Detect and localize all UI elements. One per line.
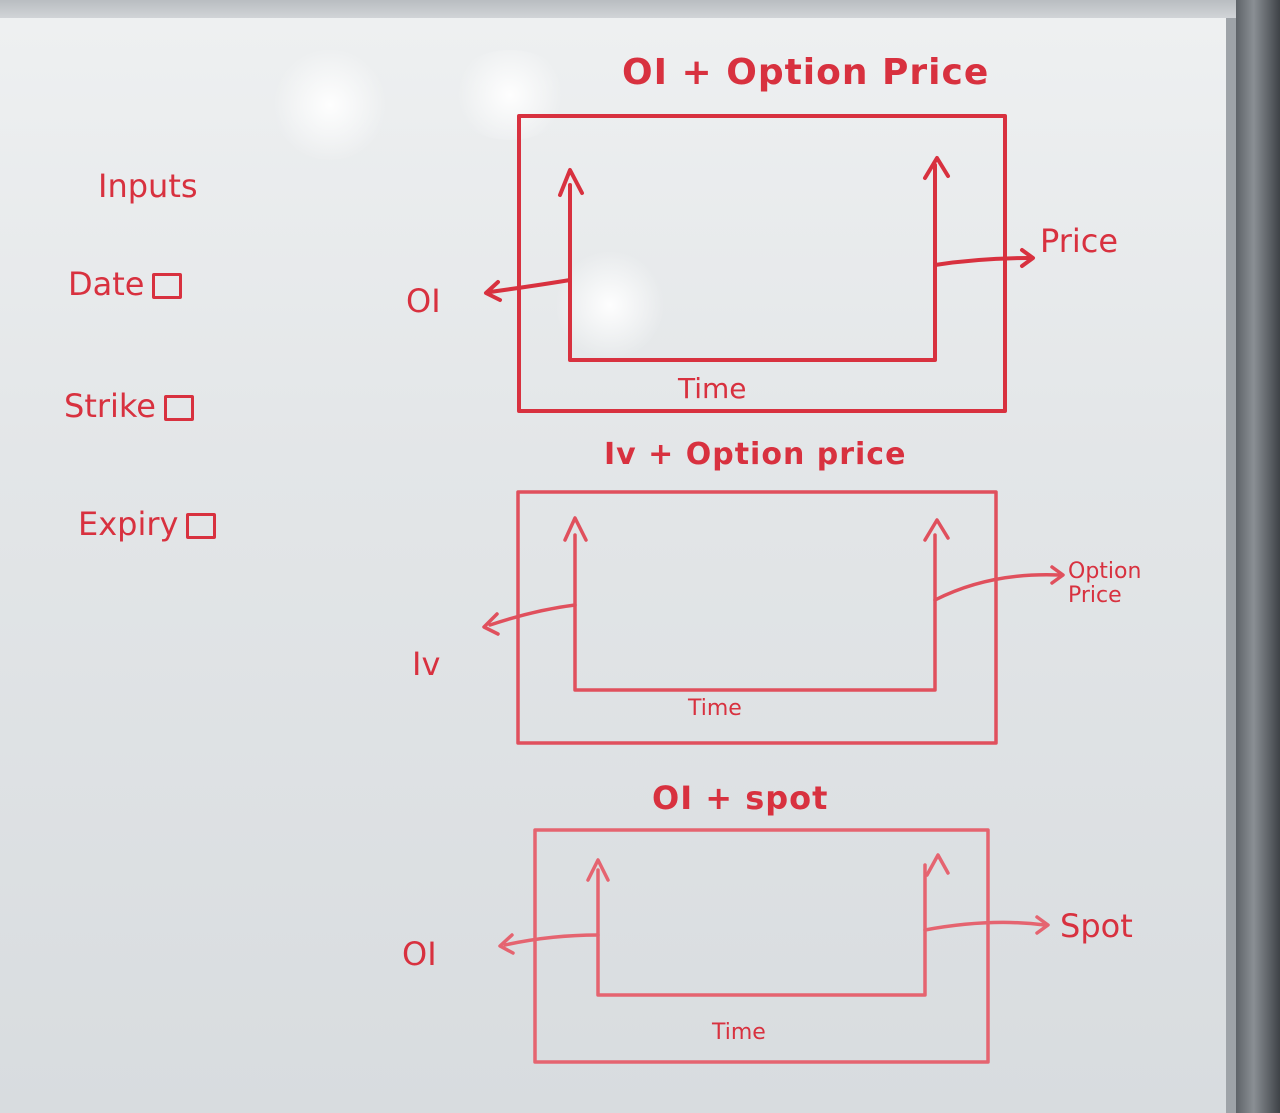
- chart-2-title: Iv + Option price: [604, 437, 907, 472]
- chart-1-title: OI + Option Price: [622, 52, 990, 93]
- expiry-checkbox[interactable]: [186, 513, 217, 539]
- chart-3-right-arrow-head: [925, 853, 950, 877]
- date-checkbox[interactable]: [152, 273, 183, 299]
- whiteboard-frame-right: [1236, 0, 1280, 1113]
- chart-2-right-connector: [933, 572, 1062, 602]
- chart-2-right-axis-label: Option Price: [1068, 559, 1142, 609]
- whiteboard-frame-top: [0, 0, 1280, 22]
- date-label: Date: [68, 265, 145, 303]
- chart-1-left-axis-label: OI: [406, 282, 441, 320]
- chart-2-left-arrow-head: [563, 516, 588, 542]
- chart-2-frame: [516, 490, 998, 745]
- chart-1-left-connector: [488, 278, 572, 294]
- chart-1-left-connector-head: [484, 280, 502, 302]
- chart-2-x-axis-label: Time: [688, 696, 742, 721]
- strike-label: Strike: [64, 387, 156, 425]
- diagram-strokes: [482, 114, 1065, 1064]
- chart-2-left-axis-label: Iv: [412, 645, 441, 683]
- input-row-expiry: Expiry: [78, 505, 217, 543]
- chart-2-right-connector-head: [1050, 565, 1065, 585]
- light-glare: [450, 50, 570, 140]
- chart-1-right-connector-head: [1020, 248, 1035, 268]
- light-glare: [270, 50, 390, 160]
- chart-3-right-connector-head: [1035, 915, 1050, 935]
- chart-2-left-connector-head: [482, 612, 500, 636]
- chart-3-axes: [596, 863, 927, 997]
- input-row-date: Date: [68, 265, 183, 303]
- light-glare: [555, 250, 665, 360]
- whiteboard: [0, 18, 1236, 1113]
- strike-checkbox[interactable]: [163, 395, 194, 421]
- input-row-strike: Strike: [64, 390, 194, 422]
- chart-3-left-connector: [503, 933, 600, 947]
- chart-3-left-connector-head: [498, 933, 515, 955]
- chart-3-frame: [533, 828, 990, 1064]
- chart-1-right-connector: [933, 256, 1032, 267]
- chart-2-axes: [573, 533, 937, 692]
- chart-1-right-arrow-head: [923, 156, 950, 180]
- chart-2-right-axis-label-line2: Price: [1068, 583, 1122, 609]
- chart-3-right-axis-label: Spot: [1060, 907, 1133, 945]
- chart-1-x-axis-label: Time: [678, 372, 747, 405]
- chart-3-left-arrow-head: [586, 858, 610, 882]
- chart-2-right-axis-label-line1: Option: [1068, 559, 1142, 584]
- chart-3-left-axis-label: OI: [402, 935, 437, 973]
- chart-2-left-connector: [488, 603, 577, 627]
- expiry-label: Expiry: [78, 505, 179, 543]
- chart-3-right-connector: [923, 920, 1047, 932]
- chart-1-left-arrow-head: [558, 168, 584, 197]
- chart-1-right-axis-label: Price: [1040, 222, 1119, 260]
- inputs-heading: Inputs: [98, 167, 198, 205]
- chart-2-right-arrow-head: [923, 518, 950, 542]
- chart-3-title: OI + spot: [652, 779, 829, 817]
- chart-3-x-axis-label: Time: [712, 1020, 766, 1045]
- chart-1-axes: [568, 163, 937, 362]
- chart-1-frame: [517, 114, 1007, 413]
